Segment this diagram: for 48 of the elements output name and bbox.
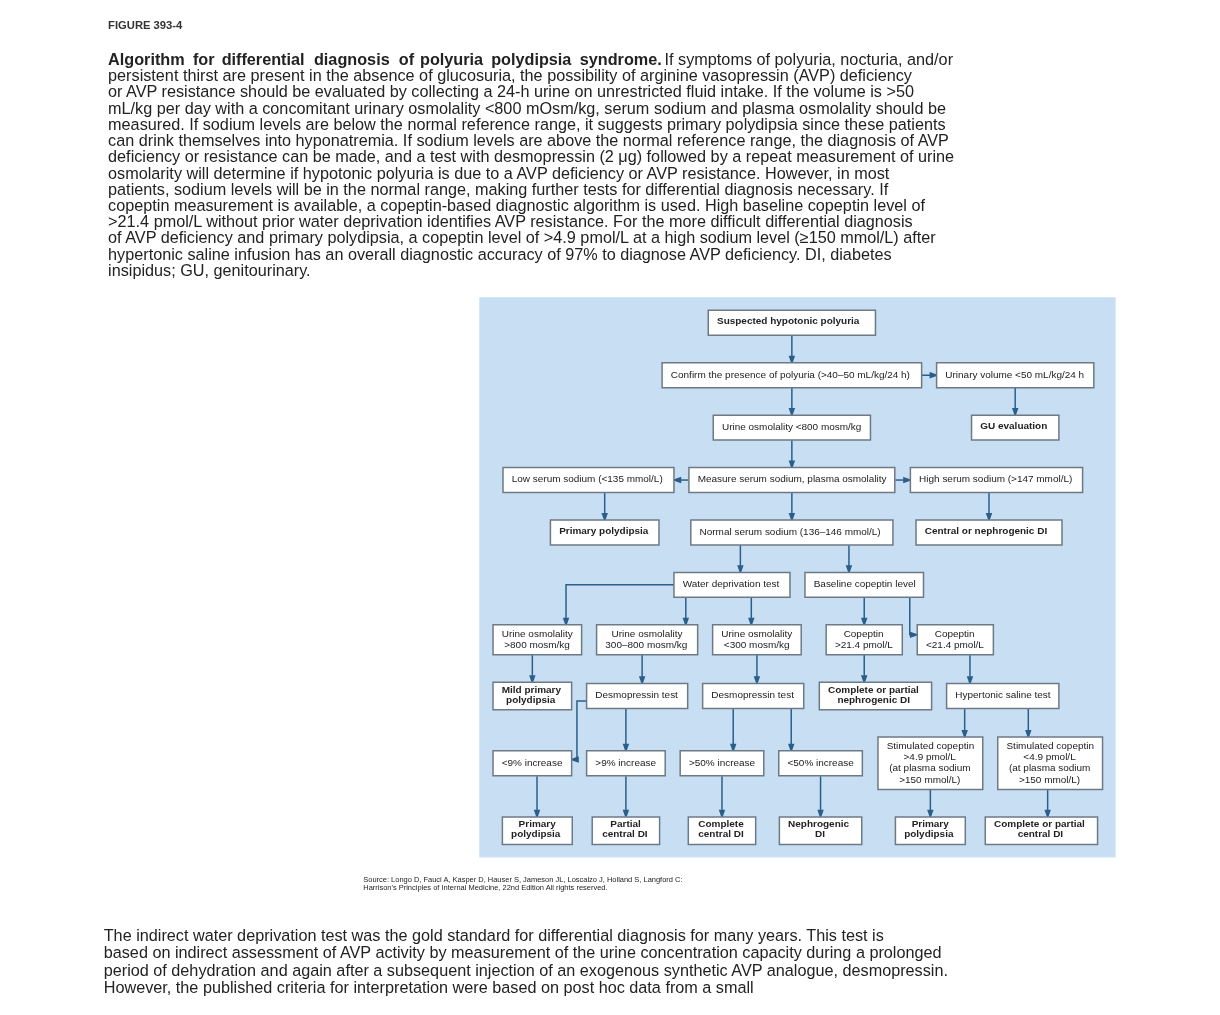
node-box: >50% increase (679, 750, 765, 777)
node-box: Stimulated copeptin >4.9 pmol/L (at plasma sodium >150 mmol/L) (877, 736, 984, 791)
node-box: Water deprivation test (673, 571, 791, 599)
caption: Algorithm for differential diagnosis of polyuria polydipsia syndrome. If symptoms of polyuria, nocturia, and/or persistent thirst are present in the absence of glucosuria, the possibility of arginine vasopressin (AVP) deficiency or AVP resistance should be evaluated by collecting a 24-h urine on unrestricted fluid intake. If the volume is >50 mL/kg per day with a concomitant urinary osmolality <800 mOsm/kg, serum sodium and plasma osmolality should be measured. If sodium levels are below the normal reference range, it suggests primary polydipsia since these patients can drink themselves into hyponatremia. If sodium levels are above the normal reference range, the diagnosis of AVP deficiency or resistance can be made, and a test with desmopressin (2 μg) followed by a repeat measurement of urine osmolarity will determine if hypotonic polyuria is due to a AVP deficiency or AVP resistance. However, in most patients, sodium levels will be in the normal range, making further tests for differential diagnosis necessary. If copeptin measurement is available, a copeptin-based diagnostic algorithm is used. High baseline copeptin level of >21.4 pmol/L without prior water deprivation identifies AVP resistance. For the more difficult differential diagnosis of AVP deficiency and primary polydipsia, a copeptin level of >4.9 pmol/L at a high sodium level (≥150 mmol/L) after hypertonic saline infusion has an overall diagnostic accuracy of 97% to diagnose AVP deficiency. DI, diabetes insipidus; GU, genitourinary. (108, 50, 955, 279)
node-box: Hypertonic saline test (945, 682, 1060, 710)
node-box: Complete or partial nephrogenic DI (818, 681, 933, 711)
node-box: Desmopressin test (701, 682, 805, 710)
node-box: Stimulated copeptin <4.9 pmol/L (at plasma sodium >150 mmol/L) (997, 736, 1104, 791)
arrow (894, 476, 913, 484)
node-box: Nephrogenic DI (778, 816, 863, 846)
arrow (569, 700, 588, 763)
node-box: Confirm the presence of polyuria (>40–50 mL/kg/24 h) (661, 362, 923, 389)
node-box: Urinary volume <50 mL/kg/24 h (935, 362, 1095, 389)
node-box: Urine osmolality <300 mosm/kg (711, 624, 802, 656)
label: The indirect water deprivation test was the gold standard for differential diagnosis for many years. This test is based on indirect assessment of AVP activity by measurement of the urine concentration capacity during a prolonged period of dehydration and again after a subsequent injection of an exogenous synthetic AVP analogue, desmopressin. However, the published criteria for interpretation were based on post hoc data from a small (103, 925, 948, 997)
node-box: Complete central DI (687, 816, 757, 846)
node-box: Urine osmolality <800 mosm/kg (712, 414, 872, 441)
node-box: Desmopressin test (585, 682, 689, 710)
node-box: Measure serum sodium, plasma osmolality (688, 466, 896, 494)
node-box: Primary polydipsia (501, 816, 573, 846)
node-box: >9% increase (585, 750, 666, 777)
node-box: <9% increase (492, 750, 573, 777)
node-box: Partial central DI (591, 816, 661, 846)
arrow (966, 654, 974, 686)
node-box: Mild primary polydipsia (492, 681, 573, 711)
diagram-title: FIGURE 393-4 (108, 18, 183, 31)
cluster (479, 297, 1116, 858)
node-box: Urine osmolality >800 mosm/kg (492, 624, 583, 656)
arrow (753, 654, 761, 686)
arrow (672, 476, 690, 484)
node-box: Copeptin <21.4 pmol/L (916, 624, 995, 656)
node-box: Primary polydipsia (894, 816, 967, 846)
arrow (845, 544, 853, 575)
label: Source: Longo D, Fauci A, Kasper D, Hauser S, Jameson JL, Loscalzo J, Holland S, Langford C: Harrison's Principles of Internal Medicine, 22nd Edition All rights reserved. (363, 874, 683, 893)
node-box: High serum sodium (>147 mmol/L) (909, 466, 1084, 494)
node-box: Normal serum sodium (136–146 mmol/L) (690, 519, 894, 546)
node-box: Low serum sodium (<135 mmol/L) (502, 466, 675, 494)
node-box: <50% increase (778, 750, 864, 777)
node-box: Complete or partial central DI (984, 816, 1099, 846)
node-box: GU evaluation (970, 414, 1060, 441)
node-box: Primary polydipsia (549, 519, 660, 546)
node-box: Baseline copeptin level (804, 571, 925, 599)
node-box: Urine osmolality 300–800 mosm/kg (595, 624, 699, 656)
arrow (638, 654, 646, 686)
node-box: Copeptin >21.4 pmol/L (825, 624, 904, 656)
node-box: Suspected hypotonic polyuria (707, 309, 877, 337)
arrow (737, 544, 744, 575)
node-box: Central or nephrogenic DI (915, 519, 1063, 546)
